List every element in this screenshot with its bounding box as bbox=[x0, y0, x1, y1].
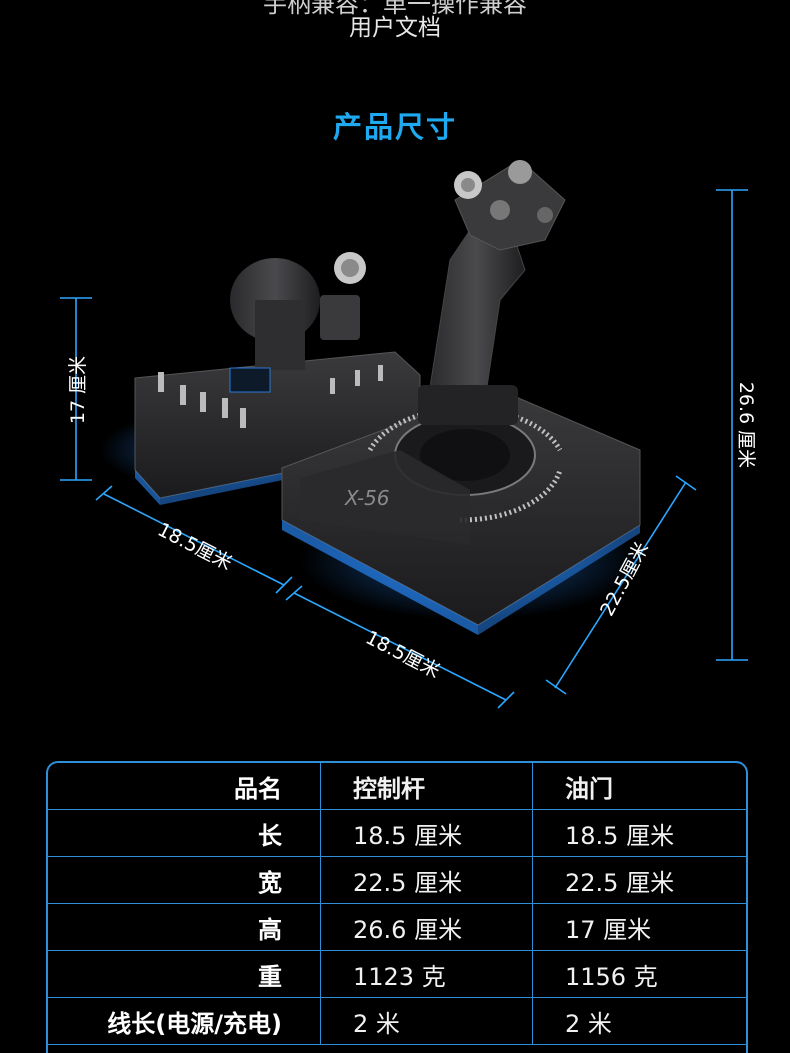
throttle-unit bbox=[100, 252, 421, 505]
header-cell-throttle: 油门 bbox=[532, 763, 746, 809]
cell-stick: 2 米 bbox=[320, 998, 532, 1044]
header-subtitle: 用户文档 bbox=[349, 15, 441, 41]
header-cell-stick: 控制杆 bbox=[320, 763, 532, 809]
cell-stick: 22.5 厘米 bbox=[320, 857, 532, 903]
throttle-length-label: 18.5厘米 bbox=[154, 519, 236, 575]
cell-throttle: 22.5 厘米 bbox=[532, 857, 746, 903]
cell-stick: 18.5 厘米 bbox=[320, 810, 532, 856]
row-label: 宽 bbox=[258, 868, 282, 897]
table-row: 长 18.5 厘米 18.5 厘米 bbox=[48, 810, 746, 857]
table-row: 重 1123 克 1156 克 bbox=[48, 951, 746, 998]
table-row: 线长(电源/充电) 2 米 2 米 bbox=[48, 998, 746, 1045]
joystick-unit: X-56 bbox=[281, 160, 641, 635]
row-label: 重 bbox=[258, 962, 282, 991]
stick-height-label: 26.6 厘米 bbox=[735, 382, 757, 468]
stick-length-label: 18.5厘米 bbox=[362, 627, 444, 683]
table-header-row: 品名 控制杆 油门 bbox=[48, 763, 746, 810]
spec-table: 品名 控制杆 油门 长 18.5 厘米 18.5 厘米 宽 22.5 厘米 22… bbox=[46, 761, 748, 1053]
cell-throttle: 18.5 厘米 bbox=[532, 810, 746, 856]
row-label: 线长(电源/充电) bbox=[107, 1009, 282, 1038]
throttle-height-label: 17 厘米 bbox=[67, 356, 89, 424]
header-partial-text: 手柄兼容：单一操作兼容 bbox=[263, 0, 527, 18]
row-label: 长 bbox=[258, 821, 282, 850]
table-row: 高 26.6 厘米 17 厘米 bbox=[48, 904, 746, 951]
row-label: 高 bbox=[258, 915, 282, 944]
cell-throttle: 2 米 bbox=[532, 998, 746, 1044]
cell-stick: 1123 克 bbox=[320, 951, 532, 997]
table-row: 宽 22.5 厘米 22.5 厘米 bbox=[48, 857, 746, 904]
cell-stick: 26.6 厘米 bbox=[320, 904, 532, 950]
section-title: 产品尺寸 bbox=[332, 110, 457, 144]
brand-plate-text: X-56 bbox=[344, 486, 390, 510]
cell-throttle: 17 厘米 bbox=[532, 904, 746, 950]
header-cell-name: 品名 bbox=[234, 774, 282, 803]
product-illustration: X-56 17 厘米 26.6 厘米 18.5厘米 18.5厘米 22.5厘米 bbox=[60, 160, 757, 709]
cell-throttle: 1156 克 bbox=[532, 951, 746, 997]
